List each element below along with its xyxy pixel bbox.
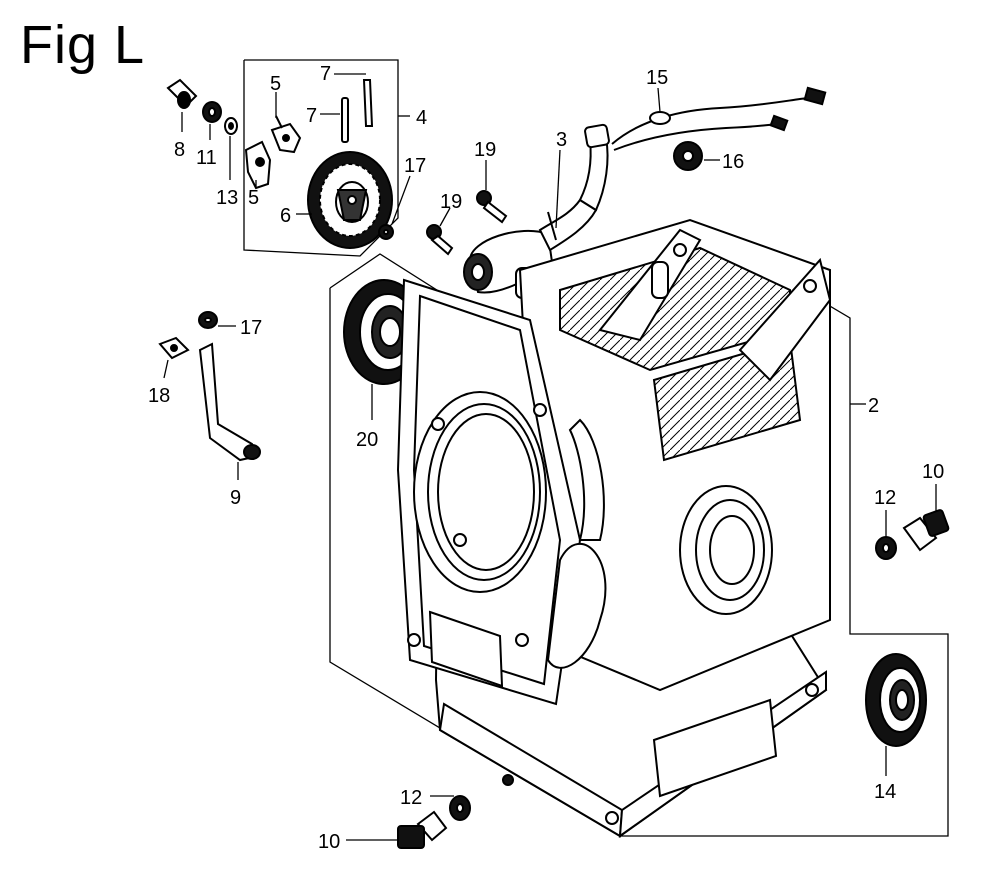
part-16-grommet xyxy=(673,141,703,171)
callout-15: 15 xyxy=(646,67,668,89)
callout-20: 20 xyxy=(356,429,378,451)
callout-12-bottom: 12 xyxy=(400,787,422,809)
callout-19-top: 19 xyxy=(474,139,496,161)
callout-18: 18 xyxy=(148,385,170,407)
callout-13: 13 xyxy=(216,187,238,209)
part-19-bolts xyxy=(426,190,508,256)
part-5-governor-holder xyxy=(244,115,302,190)
part-13-small-washer xyxy=(224,117,238,135)
callout-5-top: 5 xyxy=(270,73,281,95)
part-10-bolt-bottom xyxy=(397,810,448,849)
leader-lines xyxy=(163,73,937,841)
callout-7-top: 7 xyxy=(320,63,331,85)
callout-19-mid: 19 xyxy=(440,191,462,213)
part-2-crankcase xyxy=(396,218,832,839)
part-6-governor-gear xyxy=(307,151,393,249)
callout-10-bottom: 10 xyxy=(318,831,340,853)
callout-7-mid: 7 xyxy=(306,105,317,127)
callout-2: 2 xyxy=(868,395,879,417)
callout-14: 14 xyxy=(874,781,896,803)
part-11-washer xyxy=(202,101,222,123)
part-10-bolt-right xyxy=(902,509,950,552)
callout-12-right: 12 xyxy=(874,487,896,509)
part-12-washer-bottom xyxy=(449,795,471,821)
callout-16: 16 xyxy=(722,151,744,173)
callout-10-right: 10 xyxy=(922,461,944,483)
figure-title: Fig L xyxy=(20,15,146,75)
part-17-clip-top xyxy=(378,224,394,240)
callout-6: 6 xyxy=(280,205,291,227)
part-18-clamp xyxy=(158,336,190,360)
part-12-washer-right xyxy=(875,536,897,560)
governor-assembly-outline xyxy=(243,59,410,257)
callout-8: 8 xyxy=(174,139,185,161)
callout-labels: 8 11 13 5 5 7 7 4 6 17 19 19 3 15 16 17 … xyxy=(148,63,944,853)
callout-17-top: 17 xyxy=(404,155,426,177)
callout-17-bottom: 17 xyxy=(240,317,262,339)
callout-3: 3 xyxy=(556,129,567,151)
callout-4: 4 xyxy=(416,107,427,129)
callout-9: 9 xyxy=(230,487,241,509)
part-14-oil-seal xyxy=(865,653,927,747)
part-15-wire-harness xyxy=(611,86,827,151)
callout-5-bottom: 5 xyxy=(248,187,259,209)
part-17-clip-bottom xyxy=(198,311,218,329)
callout-11: 11 xyxy=(196,147,217,169)
part-7-pins xyxy=(341,79,374,143)
part-9-oil-tube xyxy=(198,342,261,462)
part-8-bolt xyxy=(166,78,198,109)
